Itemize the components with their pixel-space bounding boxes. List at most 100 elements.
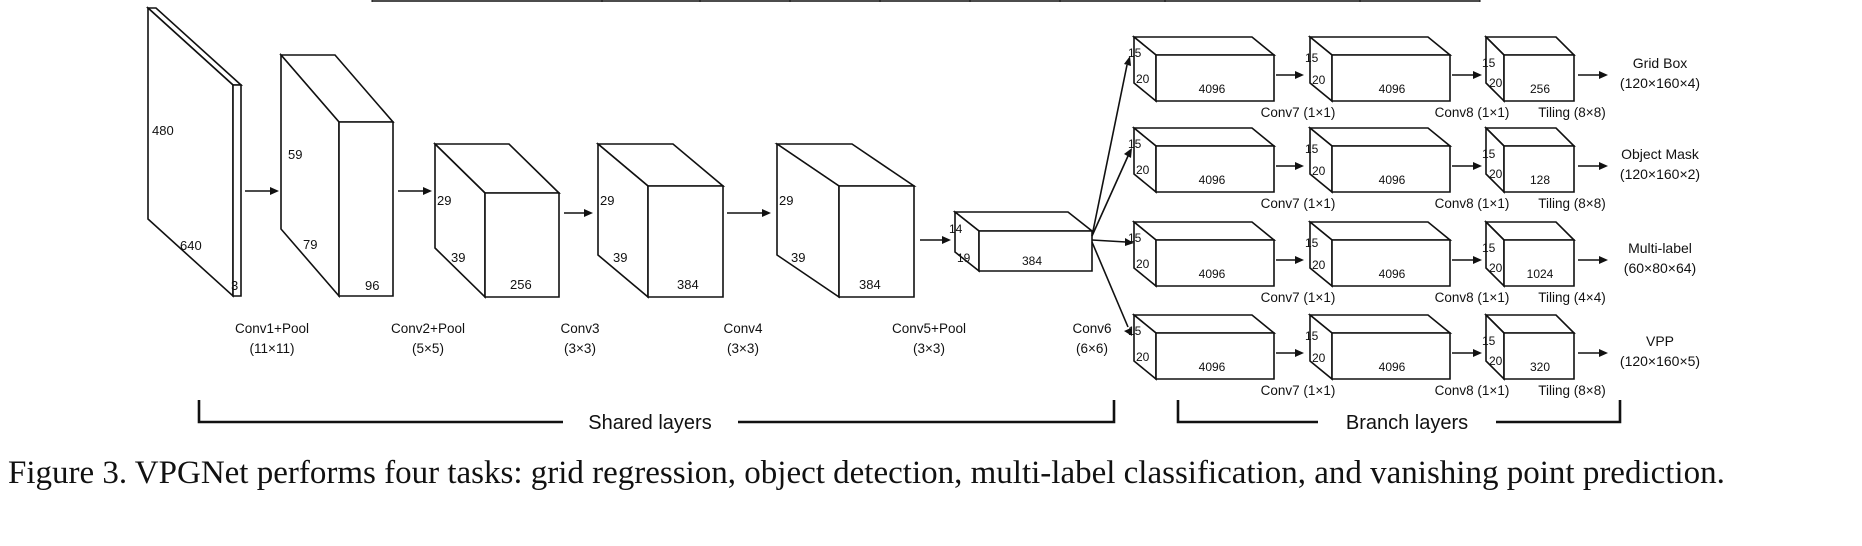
- branch-dim-h: 15: [1128, 231, 1142, 245]
- conv6-kernel: (6×6): [1076, 341, 1108, 356]
- branch-dim-c: 320: [1530, 360, 1550, 374]
- conv3-dim-h: 29: [437, 193, 451, 208]
- branch-output-name: VPP: [1646, 333, 1674, 349]
- conv2-dim-h: 59: [288, 147, 302, 162]
- conv6-dim-c: 384: [1022, 254, 1042, 268]
- branch-dim-c: 4096: [1379, 267, 1406, 281]
- shared-layers-brace: Shared layers: [197, 400, 1116, 434]
- branch-arrow: [1578, 349, 1608, 357]
- branch-conv7-block: 15 20 4096: [1305, 35, 1453, 103]
- branch-output-name: Object Mask: [1621, 146, 1700, 162]
- conv3-kernel: (3×3): [564, 341, 596, 356]
- branch-dim-w: 20: [1136, 350, 1150, 364]
- conv6-dim-h: 14: [949, 222, 963, 236]
- branch-conv7-label: Conv7 (1×1): [1261, 105, 1336, 120]
- branch-output-size: (120×160×2): [1620, 166, 1700, 182]
- conv2-kernel: (5×5): [412, 341, 444, 356]
- conv5-kernel: (3×3): [913, 341, 945, 356]
- conv1-kernel: (11×11): [250, 341, 295, 356]
- conv3-name: Conv3: [560, 321, 599, 336]
- conv1-name: Conv1+Pool: [235, 321, 309, 336]
- conv2-dim-w: 79: [303, 237, 317, 252]
- branch-dim-c: 128: [1530, 173, 1550, 187]
- branch-dim-c: 4096: [1199, 267, 1226, 281]
- branch-conv7-label: Conv7 (1×1): [1261, 290, 1336, 305]
- branch-dim-c: 4096: [1379, 82, 1406, 96]
- branch-dim-h: 15: [1305, 51, 1319, 65]
- branch-arrow: [1578, 71, 1608, 79]
- conv5-dim-w: 39: [791, 250, 805, 265]
- arrow-2-head: [423, 187, 432, 195]
- branch-dim-w: 20: [1312, 351, 1326, 365]
- branch-tiling-label: Tiling (4×4): [1538, 290, 1605, 305]
- branch-dim-w: 20: [1136, 72, 1150, 86]
- branch-output-name: Multi-label: [1628, 240, 1692, 256]
- shared-layer-labels: Conv1+Pool (11×11) Conv2+Pool (5×5) Conv…: [235, 321, 1111, 356]
- conv5-block: 29 39 384: [774, 142, 917, 299]
- arrow-4-head: [762, 209, 771, 217]
- branch-dim-h: 15: [1128, 137, 1142, 151]
- branch-dim-c: 4096: [1379, 173, 1406, 187]
- branch-arrow: [1276, 71, 1304, 79]
- conv4-kernel: (3×3): [727, 341, 759, 356]
- branch-dim-w: 20: [1489, 261, 1503, 275]
- branch-arrow: [1452, 256, 1482, 264]
- branch-dim-h: 15: [1128, 46, 1142, 60]
- arrow-1-head: [270, 187, 279, 195]
- caption-text: Figure 3. VPGNet performs four tasks: gr…: [8, 455, 1725, 491]
- branch-layers-brace: Branch layers: [1176, 400, 1622, 434]
- branch-dim-w: 20: [1312, 258, 1326, 272]
- branch-dim-c: 4096: [1199, 173, 1226, 187]
- conv4-dim-h: 29: [600, 193, 614, 208]
- branch-dim-h: 15: [1128, 324, 1142, 338]
- branch-dim-c: 4096: [1199, 360, 1226, 374]
- branch-output-size: (120×160×5): [1620, 353, 1700, 369]
- conv3-dim-w: 39: [451, 250, 465, 265]
- branch-dim-w: 20: [1312, 73, 1326, 87]
- branch-arrow: [1578, 162, 1608, 170]
- branch-conv8-label: Conv8 (1×1): [1435, 196, 1510, 211]
- conv6-name: Conv6: [1072, 321, 1111, 336]
- branch-dim-h: 15: [1305, 142, 1319, 156]
- figure-caption: Figure 3. VPGNet performs four tasks: gr…: [8, 452, 1850, 494]
- conv5-dim-c: 384: [859, 277, 881, 292]
- conv5-dim-h: 29: [779, 193, 793, 208]
- branch-conv7-block: 15 20 4096: [1305, 126, 1453, 194]
- conv4-dim-c: 384: [677, 277, 699, 292]
- conv1-dim-h: 480: [152, 123, 174, 138]
- arrow-5-head: [942, 236, 951, 244]
- conv2-dim-c: 96: [365, 278, 379, 293]
- branch-tiling-label: Tiling (8×8): [1538, 196, 1605, 211]
- branch-dim-w: 20: [1489, 354, 1503, 368]
- branch-dim-w: 20: [1312, 164, 1326, 178]
- conv1-dim-w: 640: [180, 238, 202, 253]
- branch-dim-h: 15: [1482, 56, 1496, 70]
- branch-dim-h: 15: [1482, 241, 1496, 255]
- conv2-block: 59 79 96: [279, 52, 395, 299]
- conv3-block: 29 39 256: [433, 142, 561, 299]
- conv4-name: Conv4: [723, 321, 763, 336]
- shared-layers-label: Shared layers: [588, 412, 711, 434]
- conv3-dim-c: 256: [510, 277, 532, 292]
- branch-conv8-label: Conv8 (1×1): [1435, 383, 1510, 398]
- branch-dim-w: 20: [1136, 257, 1150, 271]
- branch-dim-w: 20: [1489, 167, 1503, 181]
- branch-arrow: [1452, 71, 1482, 79]
- branch-conv6-out-block: 15 20 4096: [1128, 313, 1277, 381]
- branch-conv7-label: Conv7 (1×1): [1261, 196, 1336, 211]
- branch-conv6-out-block: 15 20 4096: [1128, 126, 1277, 194]
- branch-arrow: [1276, 256, 1304, 264]
- branch-conv7-label: Conv7 (1×1): [1261, 383, 1336, 398]
- branch-dim-w: 20: [1136, 163, 1150, 177]
- conv2-name: Conv2+Pool: [391, 321, 465, 336]
- branch-dim-c: 256: [1530, 82, 1550, 96]
